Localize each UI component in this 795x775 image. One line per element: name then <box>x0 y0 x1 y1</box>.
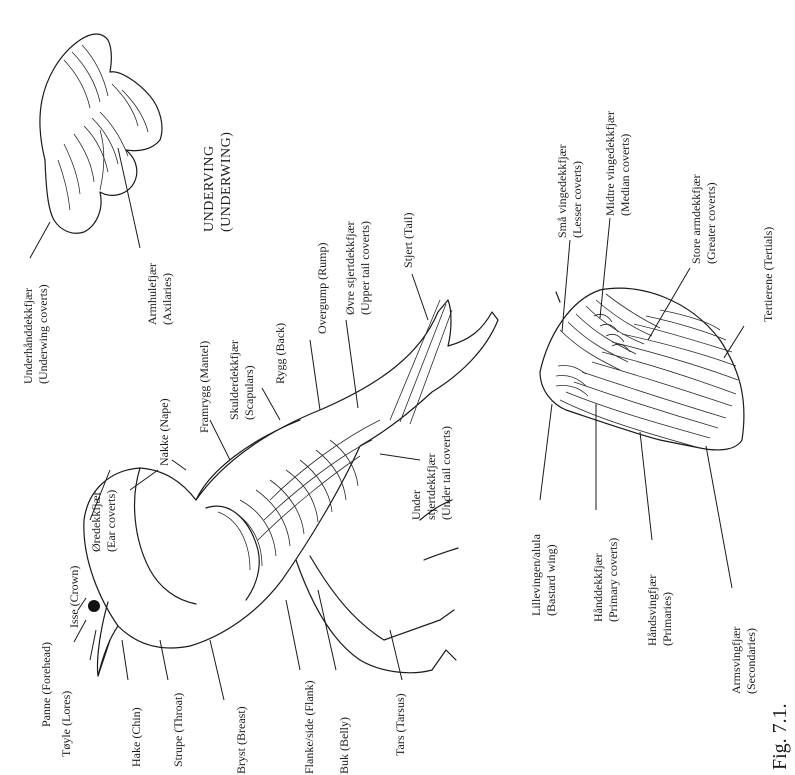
eye-icon <box>88 600 100 612</box>
label-skulder: Skulderdekkfjær (Scapulars) <box>227 340 256 420</box>
svg-text:Panne (Forehead): Panne (Forehead) <box>39 642 53 727</box>
svg-text:Øvre stjertdekkfjær: Øvre stjertdekkfjær <box>343 221 357 315</box>
label-under: Under stjertdekkfjær (Under tail coverts… <box>409 426 453 520</box>
svg-text:Isse (Crown): Isse (Crown) <box>67 566 81 628</box>
label-tertierene: Tertierene (Tertials) <box>761 227 775 322</box>
svg-text:stjertdekkfjær: stjertdekkfjær <box>424 453 438 520</box>
svg-text:Rygg (Back): Rygg (Back) <box>273 323 287 384</box>
svg-text:Stjert (Tail): Stjert (Tail) <box>401 213 415 268</box>
underwing-drawing <box>30 34 162 258</box>
svg-text:Hånddekkfjær: Hånddekkfjær <box>591 553 605 622</box>
figure-caption: Fig. 7.1. <box>769 703 791 770</box>
underhanddekk-no: Underhånddekkfjær <box>21 288 35 384</box>
svg-text:Skulderdekkfjær: Skulderdekkfjær <box>227 340 241 420</box>
label-rygg: Rygg (Back) <box>273 323 287 384</box>
label-tars: Tars (Tarsus) <box>393 693 407 756</box>
svg-text:(Greater coverts): (Greater coverts) <box>704 182 718 264</box>
svg-text:Strupe (Throat): Strupe (Throat) <box>171 693 185 767</box>
svg-text:Små vingedekkfjær: Små vingedekkfjær <box>555 144 569 238</box>
label-midtre: Midtre vingedekkfjær (Median coverts) <box>603 111 632 216</box>
svg-text:Tøyle (Lores): Tøyle (Lores) <box>59 691 73 757</box>
svg-text:Midtre vingedekkfjær: Midtre vingedekkfjær <box>603 111 617 216</box>
armhule-en: (Axilaries) <box>160 273 174 325</box>
svg-text:Buk (Belly): Buk (Belly) <box>337 717 351 774</box>
underwing-title-no: UNDERVING <box>202 145 217 232</box>
svg-text:(Bastard wing): (Bastard wing) <box>544 544 558 616</box>
label-handsving: Håndsvingfjær (Primaries) <box>645 575 674 646</box>
label-store: Store armdekkfjær (Greater coverts) <box>689 174 718 264</box>
underwing-title-en: (UNDERWING) <box>219 132 234 232</box>
svg-text:Framrygg (Mantel): Framrygg (Mantel) <box>197 341 211 433</box>
label-flanke: Flanke/side (Flank) <box>302 680 316 774</box>
label-ovre: Øvre stjertdekkfjær (Upper tail coverts) <box>343 221 372 315</box>
svg-text:Tertierene (Tertials): Tertierene (Tertials) <box>761 227 775 322</box>
svg-text:(Primaries): (Primaries) <box>660 592 674 646</box>
svg-text:Store armdekkfjær: Store armdekkfjær <box>689 174 703 264</box>
svg-text:Tars (Tarsus): Tars (Tarsus) <box>393 693 407 756</box>
svg-text:(Under tail coverts): (Under tail coverts) <box>439 426 453 520</box>
label-oredekk: Øredekkfjær (Ear coverts) <box>89 490 118 552</box>
label-toyle: Tøyle (Lores) <box>59 691 73 757</box>
svg-text:(Upper tail coverts): (Upper tail coverts) <box>358 221 372 315</box>
label-isse: Isse (Crown) <box>67 566 81 628</box>
body-labels: Isse (Crown) Panne (Forehead) Tøyle (Lor… <box>39 213 453 774</box>
svg-text:(Primary coverts): (Primary coverts) <box>606 538 620 622</box>
svg-text:(Scapulars): (Scapulars) <box>242 365 256 420</box>
label-overgump: Overgump (Rump) <box>315 243 329 334</box>
label-armhule: Armhulefjær (Axilaries) <box>145 263 174 325</box>
svg-text:(Secondaries): (Secondaries) <box>744 628 758 694</box>
svg-text:(Median coverts): (Median coverts) <box>618 134 632 216</box>
svg-text:(Ear coverts): (Ear coverts) <box>104 490 118 552</box>
svg-text:Lillevingen/alula: Lillevingen/alula <box>529 533 543 616</box>
svg-text:Håndsvingfjær: Håndsvingfjær <box>645 575 659 646</box>
svg-text:Fig. 7.1.: Fig. 7.1. <box>769 703 791 770</box>
svg-text:Under: Under <box>409 490 423 520</box>
label-sma: Små vingedekkfjær (Lesser coverts) <box>555 144 584 238</box>
label-hake: Hake (Chin) <box>129 707 143 767</box>
label-strupe: Strupe (Throat) <box>171 693 185 767</box>
svg-text:Overgump (Rump): Overgump (Rump) <box>315 243 329 334</box>
label-nakke: Nakke (Nape) <box>157 398 171 466</box>
underwing-title: UNDERVING (UNDERWING) <box>202 132 234 232</box>
label-lillevingen: Lillevingen/alula (Bastard wing) <box>529 533 558 616</box>
label-armsving: Armsvingfjær (Secondaries) <box>729 627 758 694</box>
underhanddekk-en: (Underwing coverts) <box>36 284 50 384</box>
label-buk: Buk (Belly) <box>337 717 351 774</box>
svg-text:Nakke (Nape): Nakke (Nape) <box>157 398 171 466</box>
svg-text:Bryst (Breast): Bryst (Breast) <box>234 706 248 774</box>
svg-text:Flanke/side (Flank): Flanke/side (Flank) <box>302 680 316 774</box>
wing-drawing <box>540 218 744 588</box>
label-stjert: Stjert (Tail) <box>401 213 415 268</box>
armhule-no: Armhulefjær <box>145 263 159 325</box>
label-underhanddekk: Underhånddekkfjær (Underwing coverts) <box>21 284 50 384</box>
svg-text:Hake (Chin): Hake (Chin) <box>129 707 143 767</box>
label-framrygg: Framrygg (Mantel) <box>197 341 211 433</box>
svg-text:(Lesser coverts): (Lesser coverts) <box>570 161 584 238</box>
label-handdekk: Hånddekkfjær (Primary coverts) <box>591 538 620 622</box>
svg-text:Øredekkfjær: Øredekkfjær <box>89 491 103 552</box>
label-bryst: Bryst (Breast) <box>234 706 248 774</box>
label-panne: Panne (Forehead) <box>39 642 53 727</box>
svg-text:Armsvingfjær: Armsvingfjær <box>729 627 743 694</box>
